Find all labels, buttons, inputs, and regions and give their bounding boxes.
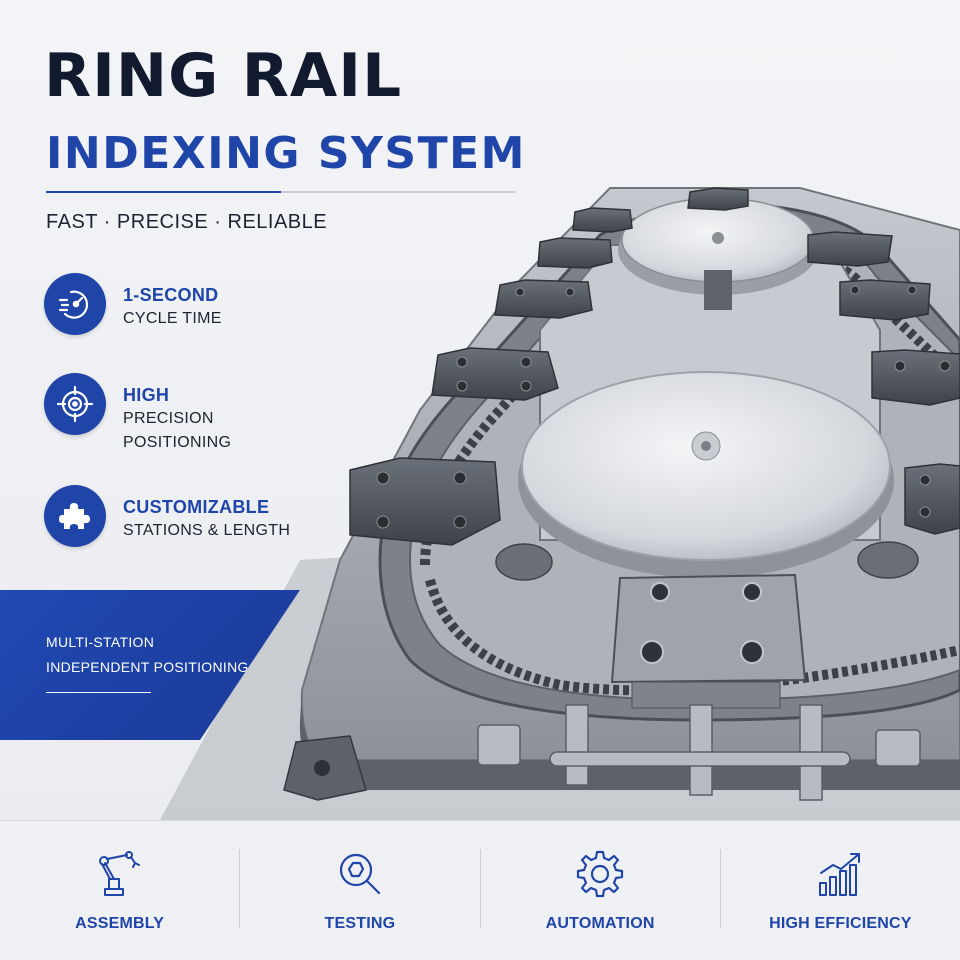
feature-description: PRECISION [123, 410, 214, 427]
page-subtitle: INDEXING SYSTEM [46, 128, 526, 179]
callout-subtitle: INDEPENDENT POSITIONING [46, 659, 249, 675]
puzzle-piece-icon [44, 485, 106, 547]
speed-clock-icon [44, 273, 106, 335]
divider [239, 849, 241, 928]
ring-rail-machine-illustration [160, 187, 960, 820]
feature-precision: HIGH PRECISION POSITIONING [44, 373, 231, 455]
feature-title: CUSTOMIZABLE [123, 497, 270, 517]
feature-description: STATIONS & LENGTH [123, 522, 291, 539]
title-divider [46, 191, 516, 193]
page-title: RING RAIL [44, 41, 403, 111]
application-label: HIGH EFFICIENCY [769, 915, 912, 932]
growth-chart-icon [819, 853, 861, 896]
feature-cycle-time: 1-SECOND CYCLE TIME [44, 273, 222, 335]
feature-description: POSITIONING [123, 434, 232, 451]
callout-divider [46, 692, 151, 693]
divider [479, 849, 481, 928]
application-automation: AUTOMATION [481, 821, 720, 960]
application-high-efficiency: HIGH EFFICIENCY [721, 821, 960, 960]
tagline: FAST · PRECISE · RELIABLE [46, 211, 328, 233]
callout-title: MULTI-STATION [46, 634, 155, 650]
application-label: AUTOMATION [545, 915, 655, 932]
application-label: ASSEMBLY [75, 915, 165, 932]
feature-title: HIGH [123, 385, 170, 405]
target-crosshair-icon [44, 373, 106, 435]
feature-description: CYCLE TIME [123, 310, 222, 327]
robot-arm-icon [98, 851, 140, 896]
applications-bar: ASSEMBLY TESTING AUTOMATION [0, 820, 960, 960]
gear-icon [577, 850, 624, 898]
magnifier-icon [339, 853, 380, 895]
application-testing: TESTING [240, 821, 479, 960]
feature-title: 1-SECOND [123, 285, 219, 305]
application-label: TESTING [324, 915, 396, 932]
application-assembly: ASSEMBLY [0, 821, 239, 960]
divider [719, 849, 721, 928]
feature-customizable: CUSTOMIZABLE STATIONS & LENGTH [44, 485, 290, 547]
